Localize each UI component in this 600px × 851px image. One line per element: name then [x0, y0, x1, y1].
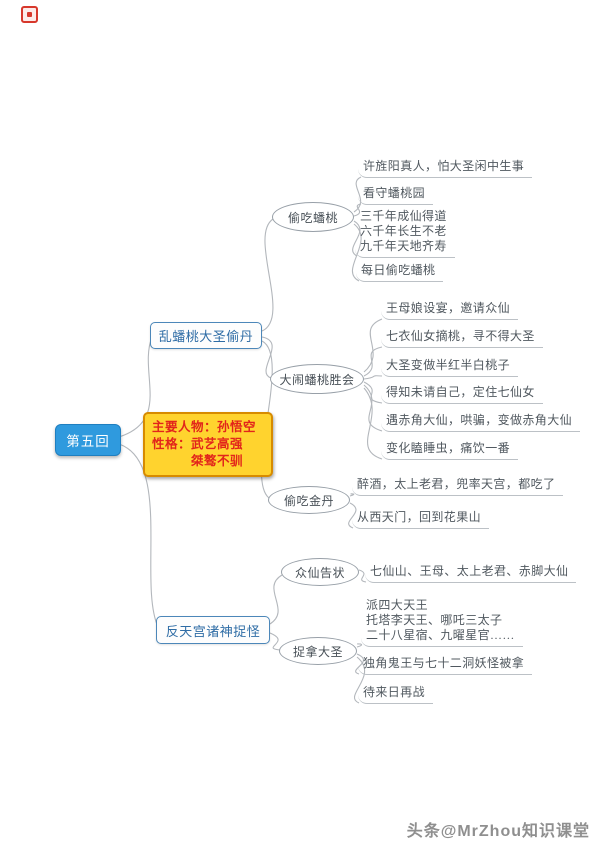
connector: [261, 218, 274, 332]
connector: [363, 318, 383, 373]
leaf-node[interactable]: 待来日再战: [358, 685, 434, 704]
leaf-node[interactable]: 七衣仙女摘桃，寻不得大圣: [381, 329, 543, 348]
connector: [269, 632, 281, 651]
corner-seal-icon: [21, 6, 38, 23]
topic-eat-elixir[interactable]: 偷吃金丹: [268, 486, 350, 514]
leaf-node[interactable]: 看守蟠桃园: [358, 186, 434, 205]
topic-capture-sage[interactable]: 捉拿大圣: [279, 637, 357, 665]
connector: [363, 387, 383, 460]
connector: [363, 346, 383, 377]
leaf-node[interactable]: 七仙山、王母、太上老君、赤脚大仙: [365, 564, 577, 583]
connector: [349, 493, 355, 497]
connector: [269, 574, 283, 625]
connector: [356, 643, 363, 648]
root-node-chapter[interactable]: 第五回: [55, 424, 121, 456]
leaf-node[interactable]: 每日偷吃蟠桃: [356, 263, 444, 282]
leaf-node[interactable]: 许旌阳真人，怕大圣闲中生事: [358, 159, 533, 178]
leaf-node[interactable]: 王母娘设宴，邀请众仙: [381, 301, 519, 320]
leaf-node[interactable]: 大圣变做半红半白桃子: [381, 358, 519, 377]
leaf-node[interactable]: 三千年成仙得道 六千年长生不老 九千年天地齐寿: [355, 209, 455, 258]
leaf-node[interactable]: 从西天门，回到花果山: [352, 510, 490, 529]
leaf-node[interactable]: 派四大天王 托塔李天王、哪吒三太子 二十八星宿、九曜星官……: [361, 598, 523, 647]
leaf-node[interactable]: 遇赤角大仙，哄骗，变做赤角大仙: [381, 413, 581, 432]
branch-gods-capture[interactable]: 反天宫诸神捉怪: [156, 616, 270, 644]
topic-immortals-complain[interactable]: 众仙告状: [281, 558, 359, 586]
connector: [118, 336, 153, 438]
branch-peach-theft[interactable]: 乱蟠桃大圣偷丹: [150, 322, 262, 349]
connector: [358, 569, 367, 583]
connector: [118, 443, 159, 628]
connector: [352, 220, 361, 257]
watermark-text: 头条@MrZhou知识课堂: [406, 823, 590, 840]
topic-peach-banquet[interactable]: 大闹蟠桃胜会: [270, 364, 364, 394]
connector: [363, 384, 383, 432]
connector: [261, 336, 273, 379]
note-main-characters[interactable]: 主要人物：孙悟空 性格：武艺高强 桀骜不驯: [143, 412, 273, 477]
leaf-node[interactable]: 醉酒，太上老君，兜率天宫，都吃了: [352, 477, 564, 496]
leaf-node[interactable]: 独角鬼王与七十二洞妖怪被拿: [358, 656, 533, 675]
connector: [363, 375, 383, 380]
leaf-node[interactable]: 得知未请自己，定住七仙女: [381, 385, 543, 404]
topic-eat-peaches[interactable]: 偷吃蟠桃: [272, 202, 354, 232]
leaf-node[interactable]: 变化瞌睡虫，痛饮一番: [381, 441, 519, 460]
